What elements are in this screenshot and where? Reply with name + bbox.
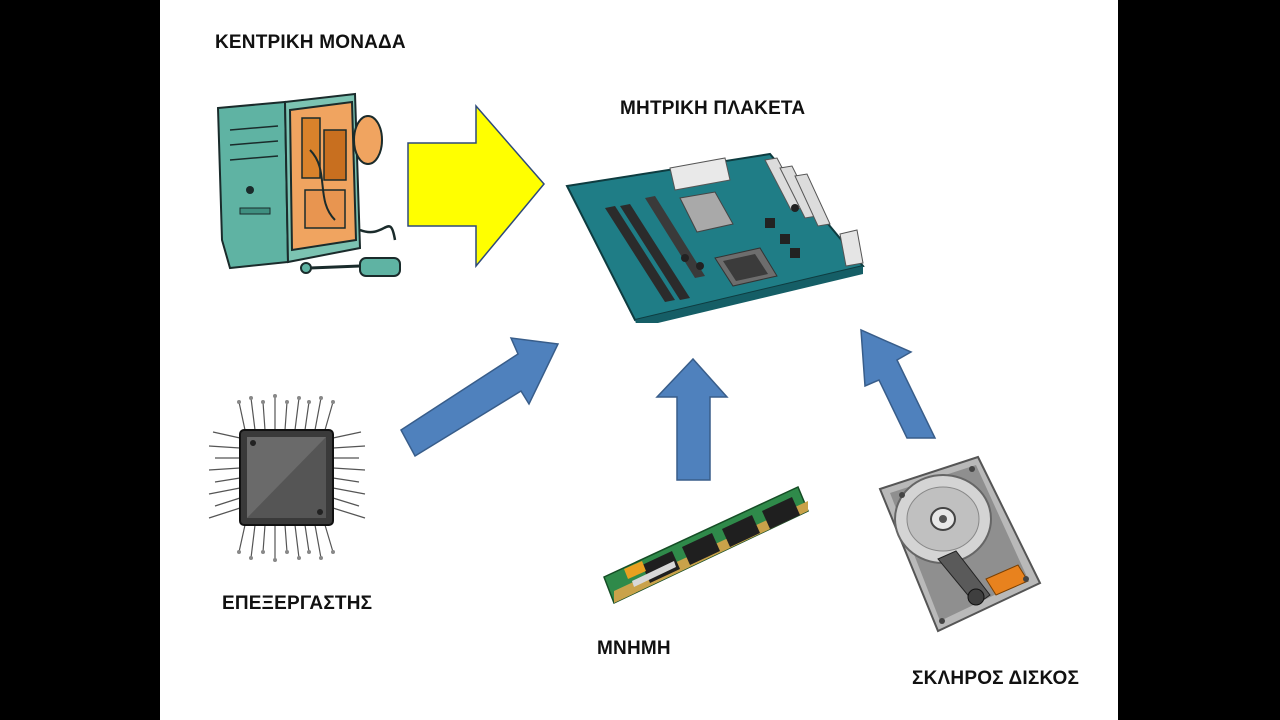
label-memory: ΜΝΗΜΗ [597,638,671,659]
label-central-unit: ΚΕΝΤΡΙΚΗ ΜΟΝΑΔΑ [215,32,406,53]
arrows-layer [400,103,937,481]
yellow-arrow-right [407,103,545,269]
computer-case-icon [216,92,401,277]
motherboard-icon [565,152,865,323]
label-processor: ΕΠΕΞΕΡΓΑΣΤΗΣ [222,593,373,614]
blue-arrow-processor [400,337,560,458]
label-motherboard: ΜΗΤΡΙΚΗ ΠΛΑΚΕΤΑ [620,98,806,119]
cpu-chip-icon [208,394,366,562]
hard-disk-icon [878,455,1042,633]
blue-arrow-memory [655,357,729,481]
ram-module-icon [603,485,809,605]
slide: ΚΕΝΤΡΙΚΗ ΜΟΝΑΔΑ ΜΗΤΡΙΚΗ ΠΛΑΚΕΤΑ ΕΠΕΞΕΡΓΑ… [160,0,1118,720]
blue-arrow-hard-disk [860,328,937,439]
label-hard-disk: ΣΚΛΗΡΟΣ ΔΙΣΚΟΣ [912,668,1080,689]
